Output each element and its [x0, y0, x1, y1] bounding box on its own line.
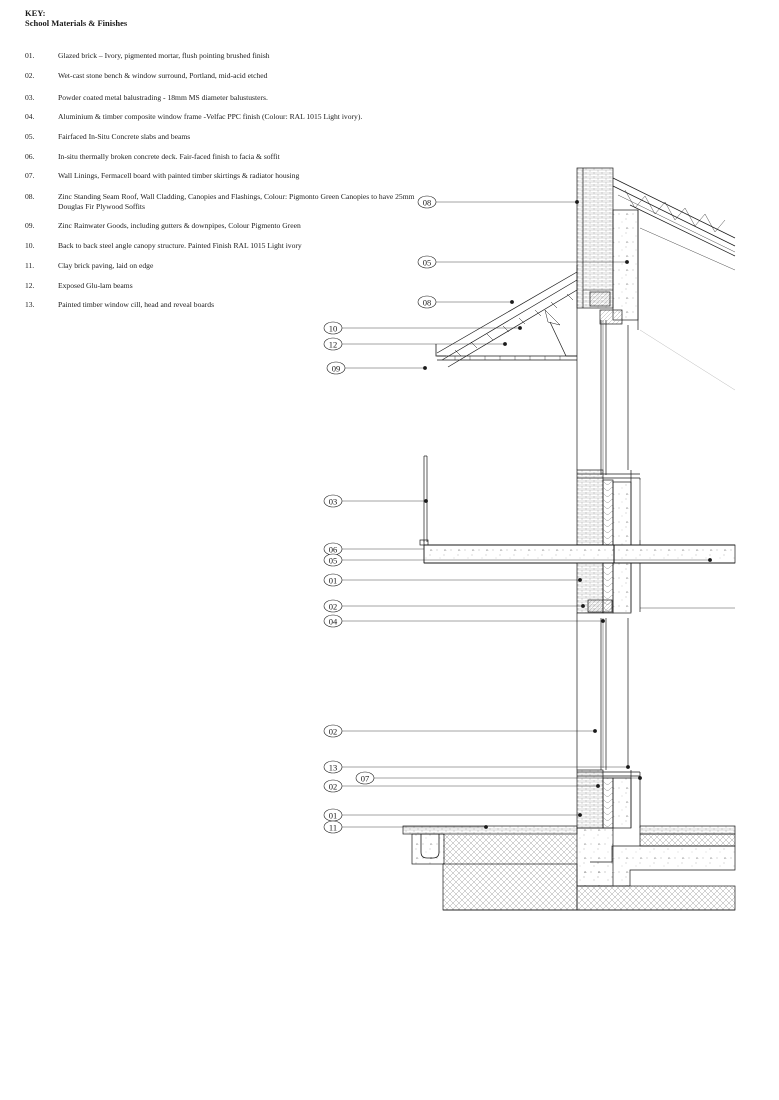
key-item-text: In-situ thermally broken concrete deck. … — [58, 152, 280, 161]
callout-label: 05 — [423, 258, 432, 268]
key-item-number: 11. — [25, 261, 35, 270]
callout-label: 11 — [329, 823, 337, 833]
callout-label: 08 — [423, 298, 432, 308]
callout-label: 03 — [329, 497, 338, 507]
callout-label: 08 — [423, 198, 432, 208]
callout: 01 — [323, 808, 582, 822]
key-item-number: 07. — [25, 171, 35, 180]
key-item-number: 08. — [25, 192, 35, 201]
callout: 01 — [323, 573, 582, 587]
callout-label: 07 — [361, 774, 370, 784]
key-item-text: Clay brick paving, laid on edge — [58, 261, 154, 270]
key-item-number: 13. — [25, 300, 35, 309]
callout: 05 — [417, 255, 629, 269]
callout-label: 09 — [332, 364, 341, 374]
callout-label: 10 — [329, 324, 338, 334]
callout: 13 — [323, 760, 630, 774]
key-item-text: Zinc Rainwater Goods, including gutters … — [58, 221, 301, 230]
callout: 04 — [323, 614, 605, 628]
callout: 08 — [417, 195, 579, 209]
callout: 05 — [323, 553, 712, 567]
key-item-number: 04. — [25, 112, 35, 121]
callout-label: 01 — [329, 811, 338, 821]
key-item-number: 09. — [25, 221, 35, 230]
callout: 10 — [323, 321, 522, 335]
callout-label: 05 — [329, 556, 338, 566]
callout-label: 13 — [329, 763, 338, 773]
key-heading: KEY: — [25, 8, 46, 18]
key-item-text: Fairfaced In-Situ Concrete slabs and bea… — [58, 132, 191, 141]
callout: 11 — [323, 820, 488, 834]
callout: 06 — [323, 542, 424, 556]
canopy — [435, 265, 578, 368]
facade-wall — [419, 309, 736, 829]
key-item-number: 03. — [25, 93, 35, 102]
key-item-number: 02. — [25, 71, 35, 80]
key-item-number: 10. — [25, 241, 35, 250]
callout-group: 08 05 08 10 12 09 03 06 05 01 02 04 02 1… — [323, 195, 712, 834]
callout-label: 02 — [329, 782, 338, 792]
interior-lines — [639, 329, 736, 540]
materials-key: KEY: School Materials & Finishes 01. Glaz… — [25, 8, 445, 309]
callout: 03 — [323, 494, 428, 508]
key-item-text: Back to back steel angle canopy structur… — [58, 241, 302, 250]
key-item-number: 06. — [25, 152, 35, 161]
callout-label: 02 — [329, 727, 338, 737]
callout: 12 — [323, 337, 507, 351]
callout: 02 — [323, 599, 585, 613]
key-item-text: Aluminium & timber composite window fram… — [58, 112, 363, 121]
key-item-text: Zinc Standing Seam Roof, Wall Cladding, … — [58, 192, 415, 211]
callout-label: 04 — [329, 617, 338, 627]
parapet-and-roof — [576, 167, 736, 330]
callout-label: 12 — [329, 340, 338, 350]
callout-label: 01 — [329, 576, 338, 586]
key-item-text: Wet-cast stone bench & window surround, … — [58, 71, 268, 80]
callout: 09 — [326, 361, 427, 375]
key-item-text: Painted timber window cill, head and rev… — [58, 300, 215, 309]
foundation — [402, 825, 736, 911]
key-item-text: Exposed Glu-lam beams — [58, 281, 133, 290]
key-item-text: Powder coated metal balustrading - 18mm … — [58, 93, 268, 102]
callout-label: 06 — [329, 545, 338, 555]
key-item-text: Glazed brick – Ivory, pigmented mortar, … — [58, 51, 270, 60]
callout-label: 02 — [329, 602, 338, 612]
callout: 08 — [417, 295, 514, 309]
key-item-number: 12. — [25, 281, 35, 290]
callout: 07 — [355, 771, 642, 785]
callout: 02 — [323, 724, 597, 738]
key-subheading: School Materials & Finishes — [25, 18, 128, 28]
key-item-number: 05. — [25, 132, 35, 141]
callout: 02 — [323, 779, 600, 793]
key-item-text: Wall Linings, Fermacell board with paint… — [58, 171, 300, 180]
key-item-number: 01. — [25, 51, 35, 60]
